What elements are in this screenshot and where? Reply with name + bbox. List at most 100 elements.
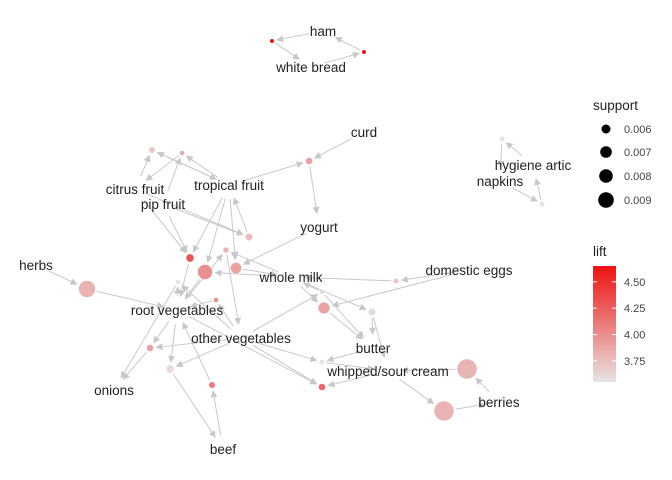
support-legend-swatch-3 xyxy=(599,169,613,183)
edge-root_veg-to-r24 xyxy=(189,316,318,385)
edge-napkins-to-r4 xyxy=(512,187,538,202)
edge-other_veg-to-r16 xyxy=(155,339,228,351)
edge-r7-to-citrus xyxy=(145,155,179,181)
item-label-root-veg: root vegetables xyxy=(131,303,224,318)
support-legend-label-2: 0.007 xyxy=(624,147,652,159)
edge-r19-to-whipped xyxy=(401,366,456,374)
item-label-napkins: napkins xyxy=(477,174,524,189)
edge-tropical-to-r10 xyxy=(192,197,223,253)
item-label-butter: butter xyxy=(356,341,391,356)
rule-node-r2[interactable] xyxy=(362,50,366,54)
edge-white_bread-to-r2 xyxy=(324,51,360,64)
item-label-tropical: tropical fruit xyxy=(194,178,264,193)
rule-node-r17[interactable] xyxy=(78,280,96,298)
edge-berries-to-r19 xyxy=(475,377,490,393)
support-legend: support 0.006 0.007 0.008 0.009 xyxy=(593,98,652,208)
edge-r9-to-whole_milk xyxy=(243,268,278,278)
edge-other_veg-to-r21 xyxy=(175,343,229,367)
edge-hygiene-to-r3 xyxy=(505,142,523,157)
item-label-ham: ham xyxy=(310,24,336,39)
item-label-berries: berries xyxy=(478,395,520,410)
edge-r21-to-beef xyxy=(172,373,216,438)
rule-node-r16[interactable] xyxy=(146,344,154,352)
rule-node-r15[interactable] xyxy=(318,302,330,314)
rule-node-r7[interactable] xyxy=(179,150,185,156)
rule-node-r4[interactable] xyxy=(539,201,545,207)
rule-node-r18[interactable] xyxy=(208,381,216,389)
edge-r12-to-butter xyxy=(324,294,365,339)
edge-tropical-to-r11 xyxy=(206,198,226,263)
edge-other_veg-to-r12 xyxy=(252,294,319,332)
edge-root_veg-to-r21 xyxy=(168,323,176,363)
item-label-citrus: citrus fruit xyxy=(106,182,165,197)
edge-citrus-to-r8 xyxy=(147,193,244,236)
rule-node-r10[interactable] xyxy=(186,254,194,262)
support-legend-label-4: 0.009 xyxy=(624,195,652,207)
rule-node-r22[interactable] xyxy=(319,359,325,365)
rule-node-r12[interactable] xyxy=(320,290,324,294)
edge-tropical-to-r6 xyxy=(156,151,217,180)
edge-r18-to-root_veg xyxy=(182,322,211,381)
edge-other_veg-to-r22 xyxy=(254,341,318,362)
rule-node-r9[interactable] xyxy=(230,262,242,274)
rule-node-r8[interactable] xyxy=(245,233,253,241)
rule-node-r19[interactable] xyxy=(457,359,477,379)
rule-node-r25[interactable] xyxy=(213,297,219,303)
edge-r26-to-other_veg xyxy=(226,254,242,325)
item-label-hygiene: hygiene artic xyxy=(495,158,572,173)
edge-butter-to-r22 xyxy=(326,351,360,363)
edge-r23-to-onions xyxy=(120,285,177,379)
item-label-domestic-eggs: domestic eggs xyxy=(425,263,512,278)
rule-node-r20[interactable] xyxy=(434,401,454,421)
edge-r2-to-ham xyxy=(334,36,361,51)
item-label-whipped: whipped/sour cream xyxy=(326,364,449,379)
rule-node-r6[interactable] xyxy=(148,146,156,154)
rule-node-layer xyxy=(78,39,545,421)
edge-r1-to-white_bread xyxy=(275,42,300,60)
lift-tick-label-2: 4.25 xyxy=(624,303,645,315)
edge-r22-to-whipped xyxy=(326,362,375,372)
rule-node-r21[interactable] xyxy=(166,365,174,373)
edge-r13-to-whole_milk xyxy=(304,274,392,282)
support-legend-label-3: 0.008 xyxy=(624,171,652,183)
edge-r4-to-hygiene xyxy=(534,177,542,200)
edge-citrus-to-r10 xyxy=(143,199,187,254)
rule-node-r5[interactable] xyxy=(305,157,313,165)
edge-r17-to-root_veg xyxy=(96,290,165,309)
edge-pip-to-r7 xyxy=(167,157,182,192)
edge-tropical-to-r7 xyxy=(185,155,218,178)
edge-tropical-to-r9 xyxy=(229,198,239,261)
rule-node-r3[interactable] xyxy=(499,136,505,142)
rule-node-r14[interactable] xyxy=(368,308,376,316)
rule-node-r24[interactable] xyxy=(318,383,326,391)
rule-node-r23[interactable] xyxy=(175,279,181,285)
edge-whole_milk-to-r11 xyxy=(214,269,278,277)
edge-r5-to-yogurt xyxy=(309,166,320,214)
rule-node-r1[interactable] xyxy=(270,39,274,43)
lift-tick-label-4: 3.75 xyxy=(624,356,645,368)
lift-tick-label-3: 4.00 xyxy=(624,330,645,342)
rule-node-r11[interactable] xyxy=(197,264,213,280)
item-label-herbs: herbs xyxy=(19,258,53,273)
edge-r20-to-berries xyxy=(455,401,486,410)
edge-other_veg-to-r25 xyxy=(218,303,234,327)
edge-beef-to-r18 xyxy=(210,390,222,436)
lift-legend: lift 4.504.254.003.75 xyxy=(593,244,645,382)
item-label-white-bread: white bread xyxy=(275,60,346,75)
edge-r12-to-whole_milk xyxy=(302,282,319,291)
edge-whole_milk-to-r26 xyxy=(230,251,279,273)
edge-root_veg-to-r16 xyxy=(153,321,170,344)
item-label-whole-milk: whole milk xyxy=(258,270,322,285)
rule-node-r26[interactable] xyxy=(223,247,229,253)
edge-r10-to-root_veg xyxy=(178,263,190,298)
lift-colorbar xyxy=(593,266,616,382)
rule-node-r13[interactable] xyxy=(393,278,399,284)
edge-whipped-to-r24 xyxy=(327,373,375,388)
edge-r11-to-root_veg xyxy=(184,279,200,300)
edge-herbs-to-r17 xyxy=(48,270,78,285)
item-label-beef: beef xyxy=(210,442,237,457)
edge-other_veg-to-r23 xyxy=(181,285,231,330)
edge-curd-to-r5 xyxy=(313,138,352,159)
lift-tick-label-1: 4.50 xyxy=(624,277,645,289)
